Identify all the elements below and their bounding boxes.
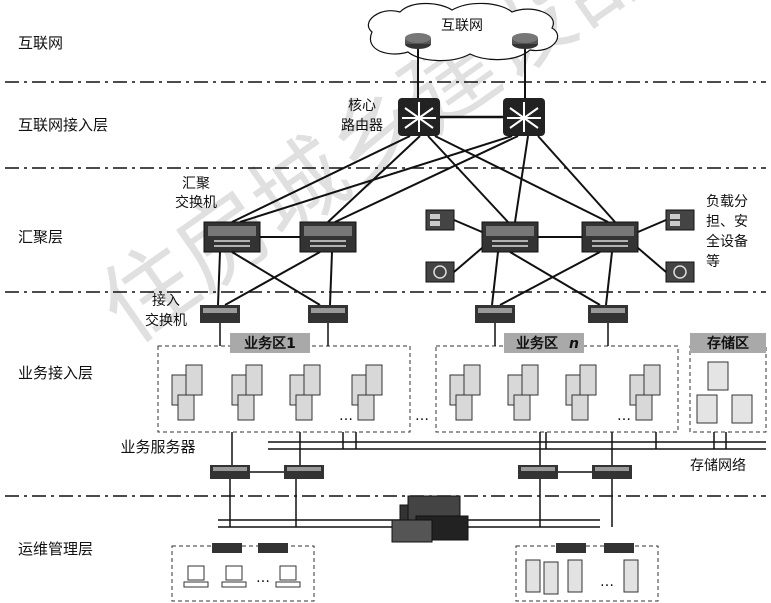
management-core-switch (391, 495, 469, 543)
server-group-zone-n (449, 364, 661, 421)
agg-switch-label-1: 汇聚 (182, 176, 210, 192)
access-switch-3 (475, 305, 515, 323)
links-access-zones (219, 323, 609, 346)
zone-1-header (230, 333, 310, 353)
storage-network-label: 存储网络 (690, 458, 746, 474)
ops-server-icon (525, 559, 541, 593)
server-icon (449, 364, 481, 421)
storage-zone-title: 存储区 (707, 335, 749, 352)
lb-device-left-bottom (425, 261, 455, 283)
server-icon (629, 364, 661, 421)
ops-workstations (183, 565, 301, 588)
lb-label-1: 负载分 (706, 194, 748, 210)
agg-switch-4 (581, 221, 639, 253)
layer-label-internet-access: 互联网接入层 (18, 116, 108, 134)
storage-devices (696, 361, 753, 424)
lb-label-4: 等 (706, 253, 720, 270)
links-lb (453, 219, 667, 273)
core-router-label-2: 路由器 (341, 118, 383, 134)
access-switch-4 (588, 305, 628, 323)
access-switch-label-2: 交换机 (145, 312, 187, 329)
server-group-zone-1 (171, 364, 383, 421)
zone-1-ellipsis: … (339, 408, 353, 424)
zone-n-ellipsis: … (617, 408, 631, 424)
ops-group-right-box (515, 545, 659, 602)
ops-server-icon (567, 559, 583, 593)
business-servers-label: 业务服务器 (120, 438, 195, 456)
internet-cloud-label: 互联网 (441, 18, 483, 34)
core-router-left (398, 98, 440, 136)
storage-unit (696, 394, 718, 424)
ops-switch-left-a (212, 543, 242, 553)
layer-label-service-access: 业务接入层 (18, 364, 93, 382)
layer-label-internet: 互联网 (18, 34, 63, 52)
lb-device-left-top (425, 209, 455, 231)
ops-switch-left-b (258, 543, 288, 553)
workstation-icon (183, 581, 209, 588)
storage-zone-header (690, 333, 766, 353)
access-switch-1 (200, 305, 240, 323)
zone-1-title: 业务区1 (244, 335, 296, 352)
ops-switch-right-a (556, 543, 586, 553)
core-router-label-1: 核心 (348, 98, 376, 114)
workstation-icon (275, 581, 301, 588)
agg-switch-2 (299, 221, 357, 253)
zone-n-suffix: n (569, 336, 579, 352)
storage-unit (731, 394, 753, 424)
server-icon (231, 364, 263, 421)
ops-switch-4 (592, 465, 632, 479)
server-icon (289, 364, 321, 421)
lb-device-right-top (665, 209, 695, 231)
agg-switch-3 (481, 221, 539, 253)
zone-n-header (504, 333, 584, 353)
lb-device-right-bottom (665, 261, 695, 283)
agg-switch-label-2: 交换机 (175, 194, 217, 211)
workstation-icon (279, 565, 297, 581)
ops-switch-2 (284, 465, 324, 479)
watermark-text: 住房城乡建设部 (81, 0, 670, 364)
ops-left-ellipsis: … (256, 570, 270, 586)
workstation-icon (221, 581, 247, 588)
links-aggregation-access (217, 251, 613, 306)
lb-label-2: 担、安 (706, 214, 748, 230)
core-router-right (503, 98, 545, 136)
ops-switch-right-b (604, 543, 634, 553)
server-icon (565, 364, 597, 421)
zone-n-title: 业务区 (516, 335, 558, 352)
lb-label-3: 全设备 (706, 233, 748, 250)
ops-switch-1 (210, 465, 250, 479)
server-icon (171, 364, 203, 421)
layer-label-aggregation: 汇聚层 (18, 228, 63, 246)
watermark: 住房城乡建设部 (81, 0, 670, 364)
agg-switch-1 (203, 221, 261, 253)
ops-servers (525, 559, 639, 595)
ops-server-icon (543, 561, 559, 595)
zones-ellipsis: … (415, 408, 429, 424)
links-core-aggregation (231, 135, 616, 223)
edge-router-right (512, 33, 538, 49)
links-internet (417, 49, 526, 100)
server-icon (351, 364, 383, 421)
ops-server-icon (623, 559, 639, 593)
workstation-icon (225, 565, 243, 581)
layer-label-ops: 运维管理层 (18, 540, 93, 558)
access-switch-2 (308, 305, 348, 323)
edge-router-left (405, 33, 431, 49)
ops-switch-3 (518, 465, 558, 479)
links-zone-ops-switches (231, 432, 613, 473)
workstation-icon (187, 565, 205, 581)
ops-right-ellipsis: … (600, 574, 614, 590)
access-switch-label-1: 接入 (152, 292, 180, 309)
storage-unit (707, 361, 729, 391)
server-icon (507, 364, 539, 421)
storage-network-bus (268, 432, 766, 450)
ops-group-left-box (171, 545, 315, 602)
